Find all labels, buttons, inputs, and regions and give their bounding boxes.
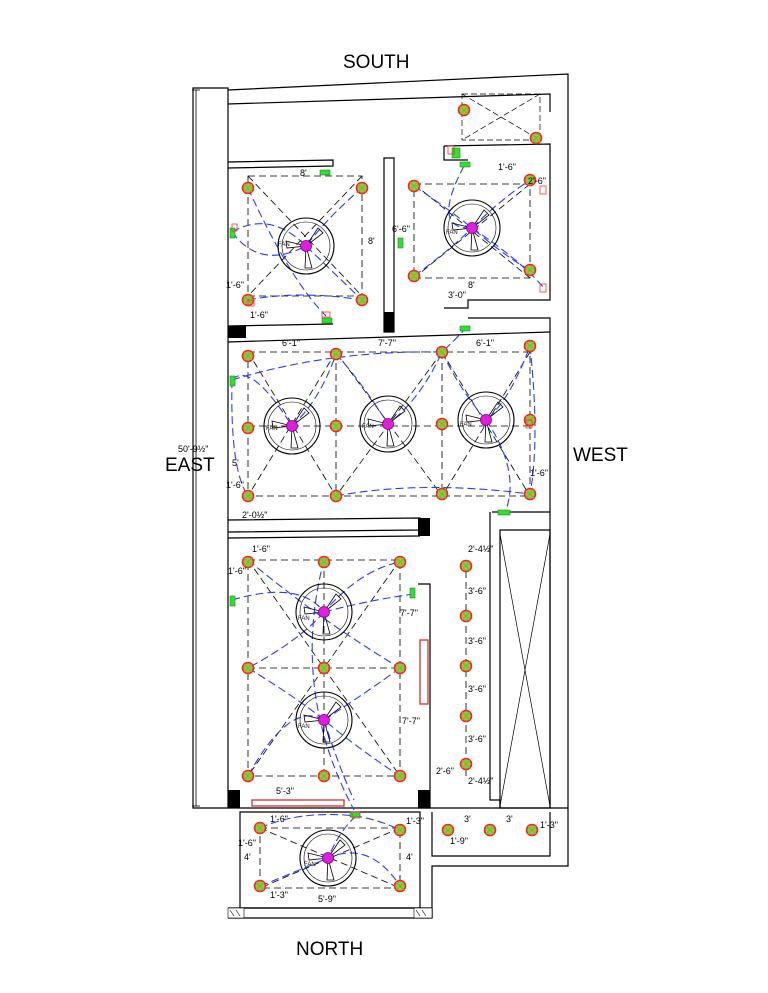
svg-text:5'-3": 5'-3" bbox=[276, 786, 294, 796]
svg-text:1'-6": 1'-6" bbox=[252, 544, 270, 554]
svg-text:2'-4½": 2'-4½" bbox=[468, 776, 493, 786]
svg-text:8': 8' bbox=[300, 168, 307, 178]
svg-text:1'-6": 1'-6" bbox=[270, 814, 288, 824]
sockets bbox=[231, 145, 547, 819]
wall-blocks bbox=[228, 312, 430, 808]
svg-text:3'-6": 3'-6" bbox=[468, 586, 486, 596]
svg-text:4': 4' bbox=[406, 852, 413, 862]
overall-dim-text: 50'-9½" bbox=[178, 444, 208, 454]
north-label: NORTH bbox=[296, 939, 364, 960]
svg-text:2'-6": 2'-6" bbox=[436, 766, 454, 776]
svg-text:7'-7": 7'-7" bbox=[378, 338, 396, 348]
svg-text:6'-1": 6'-1" bbox=[476, 338, 494, 348]
fan-labels: FAN FAN FAN FAN FAN FAN FAN FAN bbox=[266, 230, 472, 868]
svg-text:FAN: FAN bbox=[460, 422, 472, 428]
svg-text:3'-6": 3'-6" bbox=[468, 684, 486, 694]
dimension-labels: 8' 8' 1'-6" 1'-6" 1'-6" 2'-6" 6'-6" 8' 3… bbox=[226, 162, 558, 904]
svg-text:FAN: FAN bbox=[362, 424, 374, 430]
light-points bbox=[241, 103, 543, 893]
west-label: WEST bbox=[573, 445, 628, 466]
svg-text:1'-9": 1'-9" bbox=[450, 836, 468, 846]
svg-text:6'-1": 6'-1" bbox=[282, 338, 300, 348]
svg-text:1'-6": 1'-6" bbox=[226, 480, 244, 490]
svg-text:3'-6": 3'-6" bbox=[468, 636, 486, 646]
svg-text:2'-0½": 2'-0½" bbox=[242, 510, 267, 520]
svg-text:7'-7": 7'-7" bbox=[400, 608, 418, 618]
svg-text:4': 4' bbox=[244, 852, 251, 862]
svg-text:1'-6": 1'-6" bbox=[226, 280, 244, 290]
svg-text:1'-3": 1'-3" bbox=[270, 890, 288, 900]
svg-text:1'-6": 1'-6" bbox=[530, 468, 548, 478]
north-hatch bbox=[227, 907, 433, 919]
svg-text:FAN: FAN bbox=[266, 426, 278, 432]
staircase bbox=[461, 93, 551, 807]
svg-text:7'-7": 7'-7" bbox=[402, 716, 420, 726]
overall-dimension bbox=[192, 89, 200, 807]
svg-text:FAN: FAN bbox=[446, 230, 458, 236]
svg-text:8': 8' bbox=[468, 280, 475, 290]
svg-text:2'-6": 2'-6" bbox=[528, 176, 546, 186]
east-label: EAST bbox=[165, 455, 215, 476]
svg-text:FAN: FAN bbox=[298, 724, 310, 730]
svg-text:3'-6": 3'-6" bbox=[468, 734, 486, 744]
south-label: SOUTH bbox=[343, 52, 410, 73]
svg-text:1'-6": 1'-6" bbox=[250, 310, 268, 320]
svg-text:FAN: FAN bbox=[304, 862, 316, 868]
svg-text:FAN: FAN bbox=[278, 242, 290, 248]
svg-text:1'-6": 1'-6" bbox=[238, 838, 256, 848]
svg-text:3': 3' bbox=[464, 814, 471, 824]
wiring bbox=[231, 165, 545, 887]
svg-text:FAN: FAN bbox=[298, 616, 310, 622]
svg-text:2'-4½": 2'-4½" bbox=[468, 544, 493, 554]
svg-text:3'-0": 3'-0" bbox=[448, 290, 466, 300]
svg-text:1'-3": 1'-3" bbox=[540, 820, 558, 830]
svg-text:3': 3' bbox=[506, 814, 513, 824]
svg-text:8': 8' bbox=[368, 236, 375, 246]
svg-text:5': 5' bbox=[232, 458, 239, 468]
switchboards bbox=[229, 147, 511, 818]
svg-text:1'-6": 1'-6" bbox=[228, 566, 246, 576]
svg-text:6'-6": 6'-6" bbox=[392, 224, 410, 234]
svg-text:1'-6": 1'-6" bbox=[498, 162, 516, 172]
window-west bbox=[251, 639, 429, 807]
svg-text:5'-9": 5'-9" bbox=[318, 894, 336, 904]
svg-text:1'-3": 1'-3" bbox=[406, 816, 424, 826]
